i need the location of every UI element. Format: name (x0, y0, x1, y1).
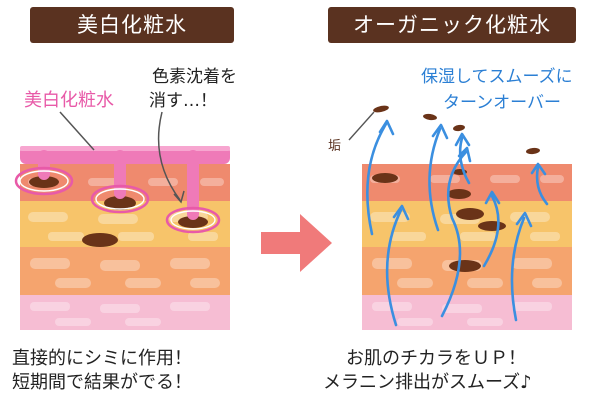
annotation-arrow (157, 111, 181, 201)
annotation-left-line2: 消す…！ (149, 91, 217, 111)
whitening-serum (14, 146, 230, 234)
turnover-arrows (366, 119, 549, 327)
label-whitening: 美白化粧水 (24, 90, 114, 111)
right-floating-flakes (373, 105, 540, 175)
label-pointer-line (59, 111, 95, 151)
right-melanin-spots (372, 173, 506, 272)
stain-pointer-line (348, 111, 375, 141)
caption-left-line2: 短期間で結果がでる！ (12, 372, 192, 393)
title-left-panel: 美白化粧水 (30, 7, 234, 43)
annotation-left-line1: 色素沈着を (152, 67, 237, 87)
right-skin-layers (362, 105, 572, 330)
title-right-panel: オーガニック化粧水 (328, 7, 576, 43)
label-stain: 垢 (328, 139, 341, 154)
caption-right-line1: お肌のチカラをＵＰ！ (346, 348, 526, 369)
left-melanin-spots (29, 176, 208, 247)
caption-right-line2: メラニン排出がスムーズ♪ (323, 372, 532, 393)
annotation-right-line1: 保湿してスムーズに (421, 67, 573, 87)
transition-arrow (261, 214, 332, 272)
annotation-right-line2: ターンオーバー (443, 93, 561, 113)
caption-left-line1: 直接的にシミに作用！ (12, 348, 192, 369)
